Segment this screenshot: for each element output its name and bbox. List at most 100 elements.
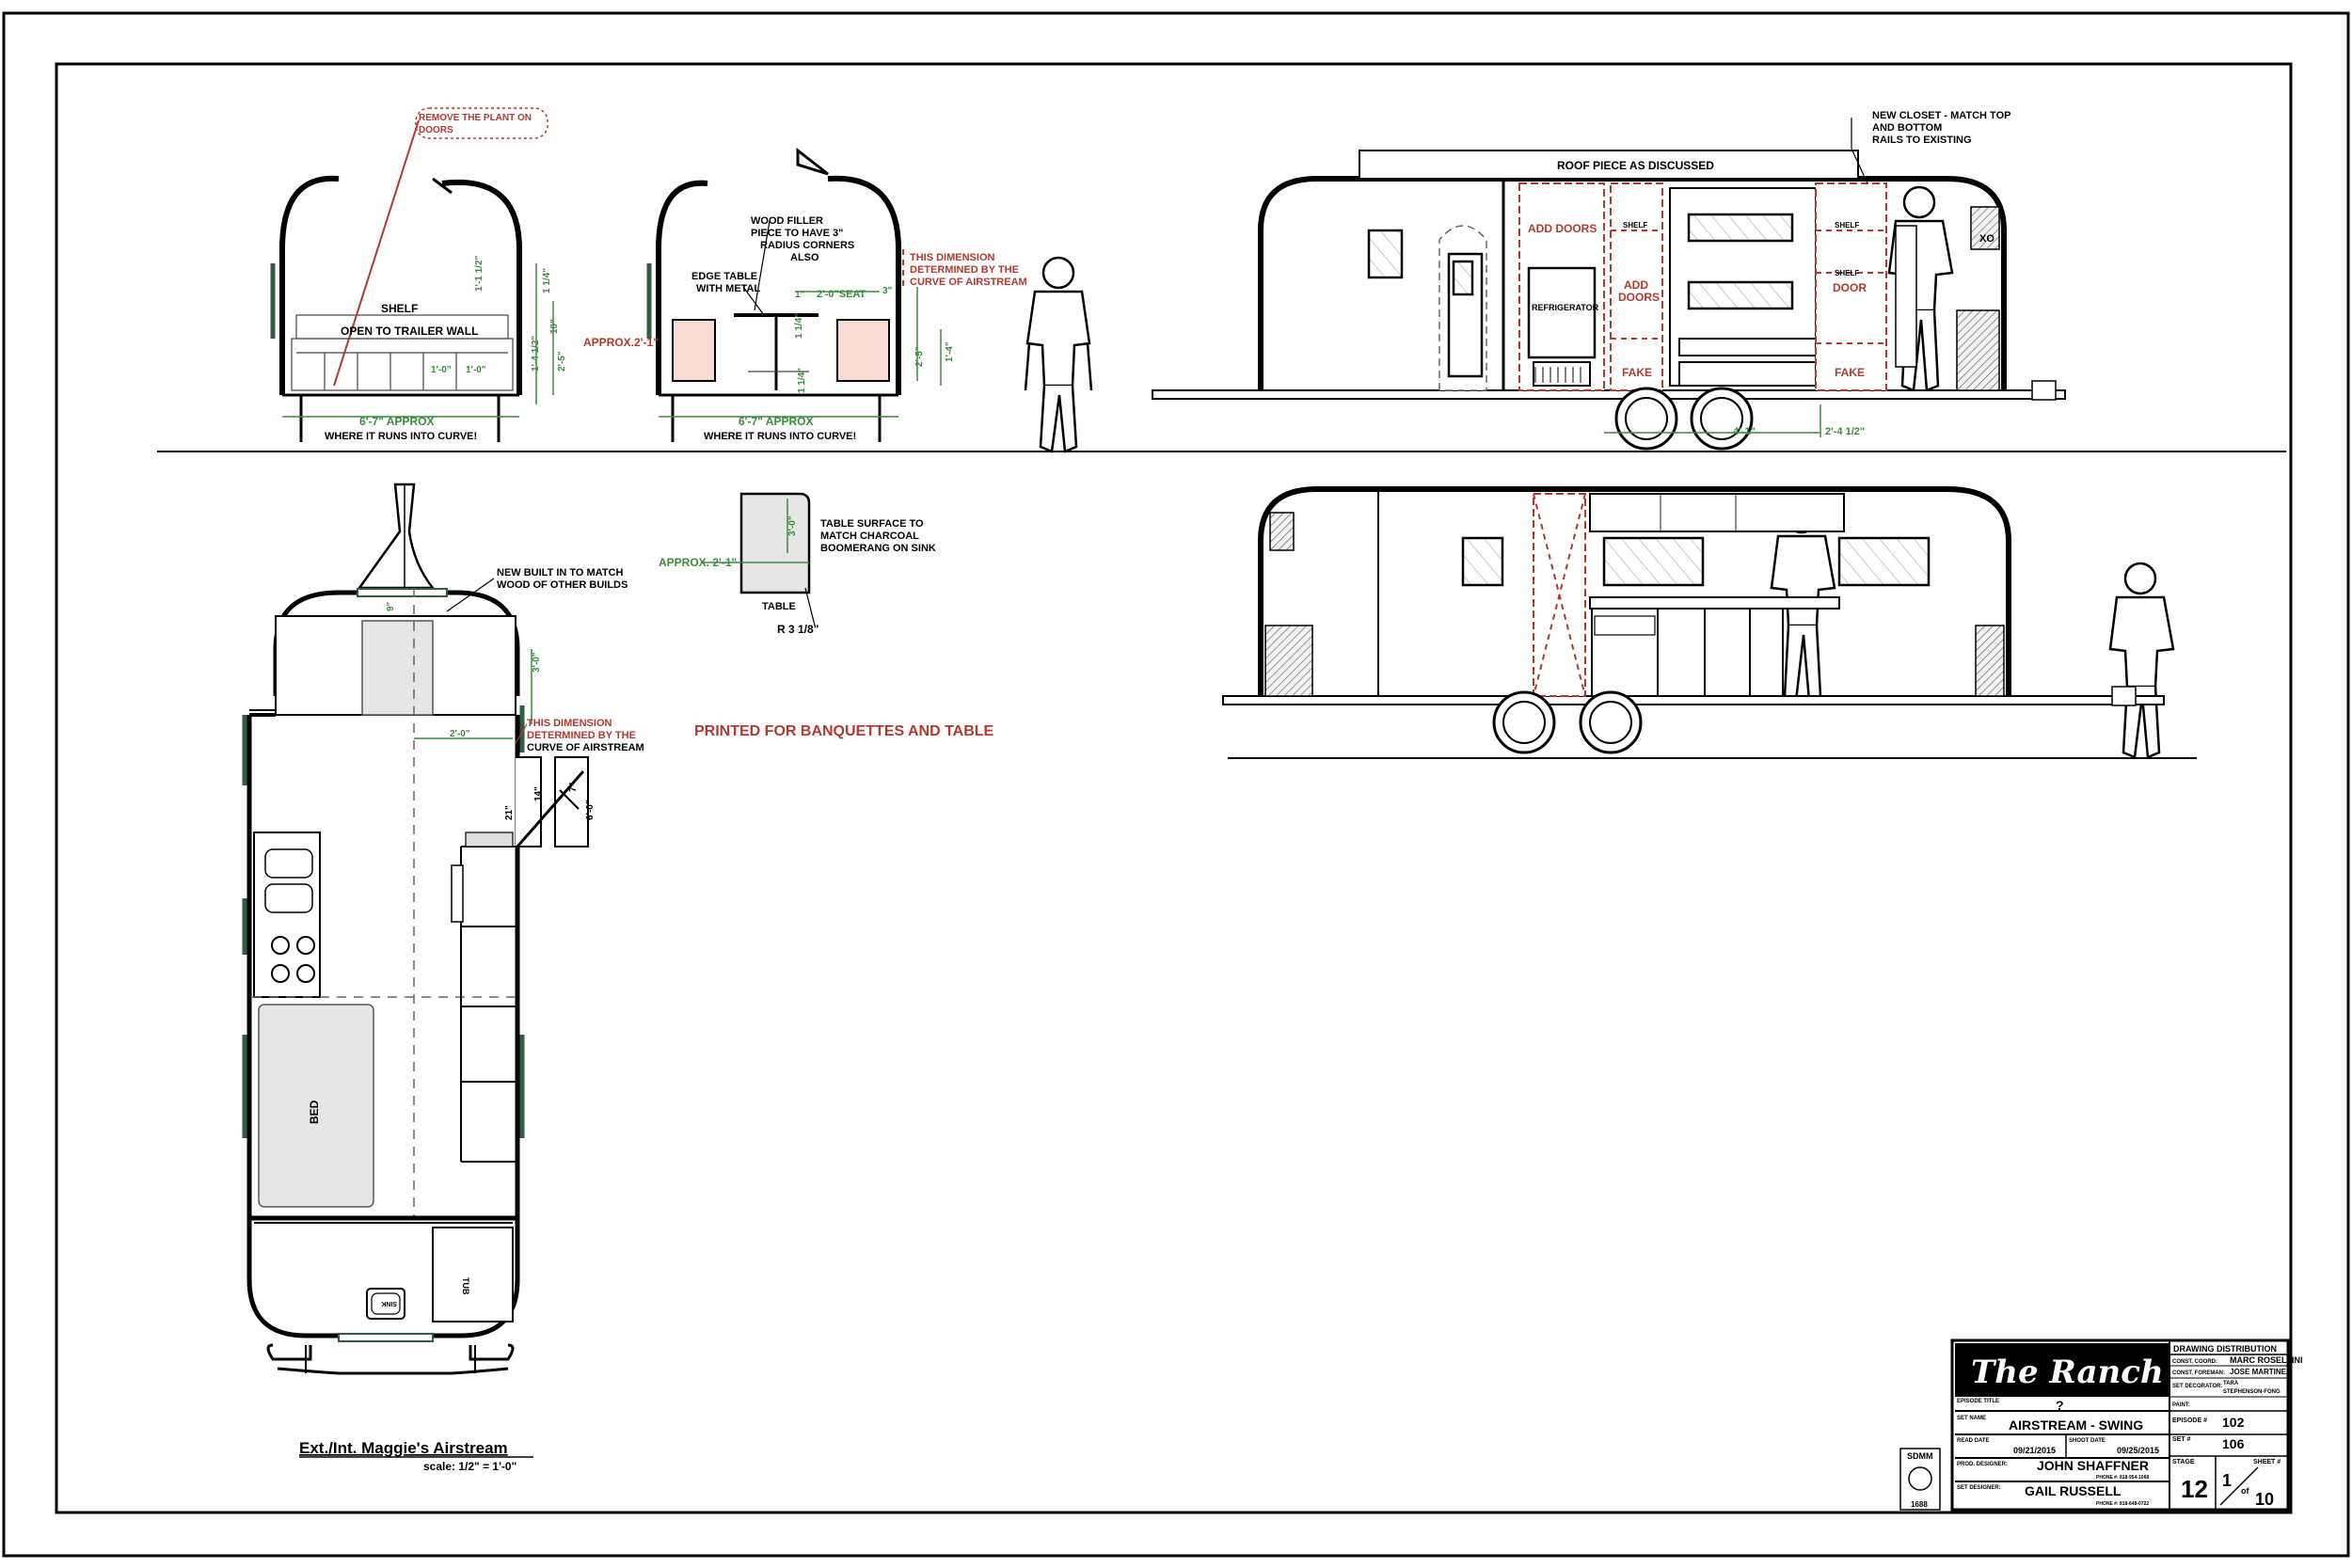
table-detail: [701, 492, 816, 626]
note-new-built-in-1: NEW BUILT IN TO MATCH: [497, 567, 623, 578]
note-wood-filler-2: PIECE TO HAVE 3": [751, 228, 843, 239]
inner-frame: [55, 62, 2293, 1514]
label-tub: TUB: [461, 1277, 470, 1295]
dim-2-5-left: 2'-5": [557, 351, 567, 372]
union-stamp-number: 1688: [1911, 1500, 1928, 1509]
note-curve-top-3: CURVE OF AIRSTREAM: [910, 277, 1027, 288]
tb-set-decorator-2: STEPHENSON-FONG: [2223, 1389, 2280, 1395]
tb-episode-title-label: EPISODE TITLE: [1957, 1399, 1999, 1404]
tb-const-coord: MARC ROSELLINI: [2230, 1355, 2303, 1365]
tb-stage: 12: [2181, 1475, 2208, 1503]
tb-set-decorator-1: TARA: [2223, 1381, 2239, 1386]
note-table-surface-1: TABLE SURFACE TO: [820, 518, 924, 530]
dim-7: 7": [568, 782, 579, 792]
dim-3-inch: 3": [882, 286, 893, 296]
label-add-doors-center-1: ADD: [1624, 278, 1648, 292]
label-fake-right: FAKE: [1835, 366, 1865, 379]
note-new-built-in-2: WOOD OF OTHER BUILDS: [497, 579, 628, 591]
note-new-closet-3: RAILS TO EXISTING: [1872, 135, 1972, 146]
label-bed: BED: [308, 1100, 321, 1124]
person-figure-top: [1024, 256, 1093, 453]
dim-6-0: 6'-0": [585, 800, 596, 820]
note-runs-into-curve-left: WHERE IT RUNS INTO CURVE!: [325, 431, 477, 442]
note-remove-plant-2: DOORS: [419, 125, 453, 135]
note-curve-top-2: DETERMINED BY THE: [910, 264, 1019, 276]
dim-approx-67-left: 6'-7" APPROX: [359, 415, 434, 428]
drawing-title: Ext./Int. Maggie's Airstream: [299, 1439, 508, 1457]
note-curve-plan-3: CURVE OF AIRSTREAM: [527, 742, 644, 753]
tb-const-foreman-label: CONST. FOREMAN:: [2172, 1370, 2225, 1376]
label-refrigerator: REFRIGERATOR: [1532, 303, 1599, 312]
dim-approx-2-1-table: APPROX. 2'-1": [659, 556, 737, 569]
tb-set-decorator-label: SET DECORATOR:: [2172, 1384, 2222, 1389]
dim-2-5-center: 2'-5": [914, 346, 925, 367]
note-edge-table-1: EDGE TABLE: [691, 271, 757, 282]
tb-set-name: AIRSTREAM - SWING: [2009, 1418, 2143, 1433]
dim-1-0-a: 1'-0": [431, 365, 452, 375]
note-wood-filler-1: WOOD FILLER: [751, 215, 823, 227]
label-open-to-trailer-wall: OPEN TO TRAILER WALL: [341, 325, 478, 338]
dim-4-1: 4'-1": [1733, 426, 1756, 437]
tb-set-num: 106: [2222, 1436, 2245, 1451]
tb-sheet-of: of: [2241, 1486, 2249, 1496]
elevation-closet-side: [1152, 118, 2066, 451]
label-shelf-closet-b: SHELF: [1835, 221, 1859, 230]
tb-episode-title: ?: [2056, 1398, 2064, 1413]
tb-prod-designer: JOHN SHAFFNER: [2037, 1458, 2149, 1473]
dim-3-0-table: 3'-0": [787, 515, 798, 536]
tb-set-name-label: SET NAME: [1957, 1416, 1986, 1421]
label-roof-piece: ROOF PIECE AS DISCUSSED: [1557, 159, 1714, 172]
tb-set-designer-label: SET DESIGNER:: [1957, 1485, 2001, 1491]
tb-const-foreman: JOSE MARTINEZ: [2230, 1368, 2291, 1376]
title-block: [1950, 1338, 2290, 1512]
label-xo: XO: [1979, 233, 1994, 245]
section-view-1: [270, 107, 554, 442]
dim-10: 10": [549, 319, 560, 334]
tb-set-designer: GAIL RUSSELL: [2025, 1483, 2122, 1498]
label-add-doors-left: ADD DOORS: [1528, 222, 1597, 235]
note-printed-for: PRINTED FOR BANQUETTES AND TABLE: [694, 723, 994, 739]
show-logo: The Ranch: [1971, 1354, 2164, 1391]
dim-1-4: 1'-4": [945, 341, 955, 362]
note-wood-filler-4: ALSO: [790, 252, 819, 263]
label-shelf-closet-c: SHELF: [1835, 269, 1859, 277]
tb-episode-label: EPISODE #: [2172, 1418, 2207, 1424]
tb-episode: 102: [2222, 1415, 2245, 1430]
tb-shoot-date-label: SHOOT DATE: [2069, 1438, 2106, 1444]
dim-approx-2-1-left: APPROX.2'-1": [583, 336, 659, 349]
label-sink: SINK: [381, 1300, 397, 1307]
elevation-kitchen-side: [1222, 486, 2165, 754]
note-new-closet-1: NEW CLOSET - MATCH TOP: [1872, 110, 2010, 121]
label-add-doors-center-2: DOORS: [1618, 291, 1660, 304]
dim-1-1-4-a: 1 1/4": [542, 268, 552, 293]
dim-14: 14": [533, 786, 544, 801]
note-edge-table-2: WITH METAL: [696, 283, 761, 294]
drawing-scale: scale: 1/2" = 1'-0": [423, 1460, 516, 1473]
note-curve-plan-2: DETERMINED BY THE: [527, 730, 636, 741]
tb-read-date: 09/21/2015: [2013, 1446, 2056, 1455]
tb-stage-label: STAGE: [2172, 1459, 2195, 1465]
label-radius: R 3 1/8": [777, 623, 818, 636]
dim-1-1-4-b: 1 1/4": [794, 313, 804, 339]
tb-const-coord-label: CONST. COORD:: [2172, 1359, 2217, 1365]
plan-view: [242, 483, 589, 1375]
tb-shoot-date: 09/25/2015: [2117, 1446, 2159, 1455]
tb-distribution: DRAWING DISTRIBUTION: [2173, 1344, 2277, 1354]
note-new-closet-2: AND BOTTOM: [1872, 122, 1942, 134]
union-stamp: [1899, 1448, 1941, 1511]
person-figure-right: [2108, 562, 2175, 759]
dim-1-inch: 1": [795, 290, 805, 300]
union-stamp-label: SDMM: [1907, 1451, 1933, 1461]
tb-set-phone: PHONE #: 818-648-0722: [2096, 1501, 2149, 1507]
tb-sheet: 1: [2222, 1471, 2232, 1490]
section-view-2: [646, 147, 942, 442]
note-table-surface-3: BOOMERANG ON SINK: [820, 543, 936, 554]
tb-prod-phone: PHONE #: 818-954-1068: [2096, 1475, 2149, 1481]
tb-sheet-total: 10: [2255, 1490, 2274, 1509]
label-door: DOOR: [1833, 281, 1867, 294]
outer-frame: [2, 11, 2350, 1558]
dim-1-1-4-c: 1 1/4": [797, 368, 807, 393]
note-curve-top-1: THIS DIMENSION: [910, 252, 995, 263]
dim-9-inch: 9": [386, 601, 396, 611]
